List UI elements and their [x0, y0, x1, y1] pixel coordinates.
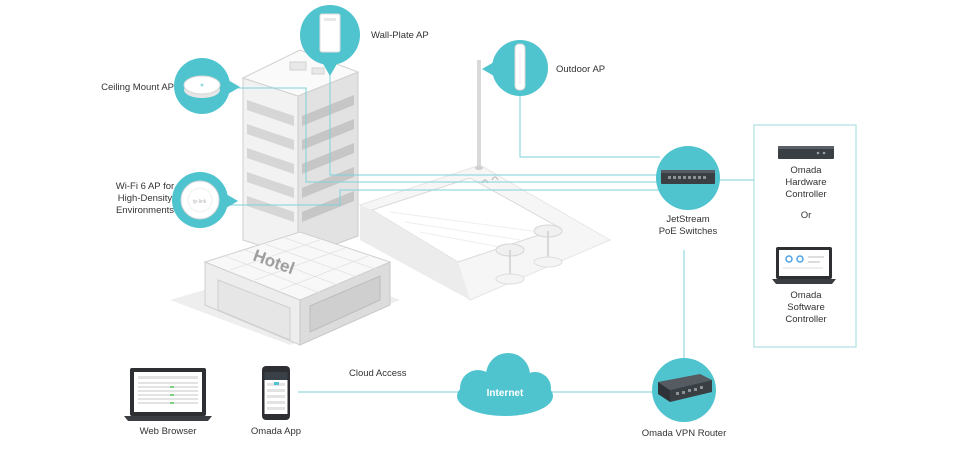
wall-plate-ap-bubble: [300, 5, 360, 76]
web-browser-label: Web Browser: [139, 426, 197, 437]
internet-label: Internet: [487, 388, 524, 399]
window-bands-right: [302, 95, 354, 222]
outdoor-ap-bubble: [482, 40, 548, 96]
software-controller-label: Omada Software Controller: [785, 290, 827, 325]
pool-deck: [359, 164, 612, 301]
hotel-building: Hotel: [170, 49, 400, 346]
ceiling-ap-bubble: [174, 58, 240, 114]
poe-switch-icon: [661, 170, 715, 184]
wall-plate-ap-icon: [319, 13, 341, 53]
wifi6-ap-icon: tp-link: [180, 180, 220, 220]
web-browser-laptop: [124, 368, 212, 421]
window-bands-left: [247, 100, 294, 222]
poe-switches-label: JetStream PoE Switches: [658, 214, 718, 237]
omada-app-label: Omada App: [250, 426, 302, 437]
omada-app-phone: [262, 366, 290, 420]
ceiling-ap-icon: [183, 75, 221, 98]
outdoor-ap-label: Outdoor AP: [556, 64, 606, 75]
poe-switch-bubble: [656, 146, 720, 210]
outdoor-ap-icon: [514, 43, 526, 91]
router-label: Omada VPN Router: [641, 428, 727, 439]
router-bubble: [652, 358, 716, 422]
wifi6-ap-label: Wi-Fi 6 AP for High-Density Environments: [115, 181, 175, 216]
svg-text:tp-link: tp-link: [193, 199, 207, 205]
cloud-access-label: Cloud Access: [349, 368, 407, 379]
software-controller-laptop: [772, 247, 836, 284]
connection-lines: [226, 70, 754, 393]
router-icon: [658, 374, 712, 402]
ceiling-mount-ap-label: Ceiling Mount AP: [101, 82, 174, 93]
internet-cloud: Internet: [457, 353, 553, 416]
outdoor-pole: [475, 60, 483, 170]
hardware-controller-label: Omada Hardware Controller: [785, 165, 827, 200]
wifi6-ap-bubble: tp-link: [172, 172, 238, 228]
hardware-controller-icon: [778, 146, 834, 159]
or-label: Or: [800, 210, 812, 221]
umbrella-right: [533, 224, 563, 268]
wall-plate-ap-label: Wall-Plate AP: [371, 30, 429, 41]
umbrella-left: [495, 243, 525, 285]
controller-box: [753, 124, 857, 348]
